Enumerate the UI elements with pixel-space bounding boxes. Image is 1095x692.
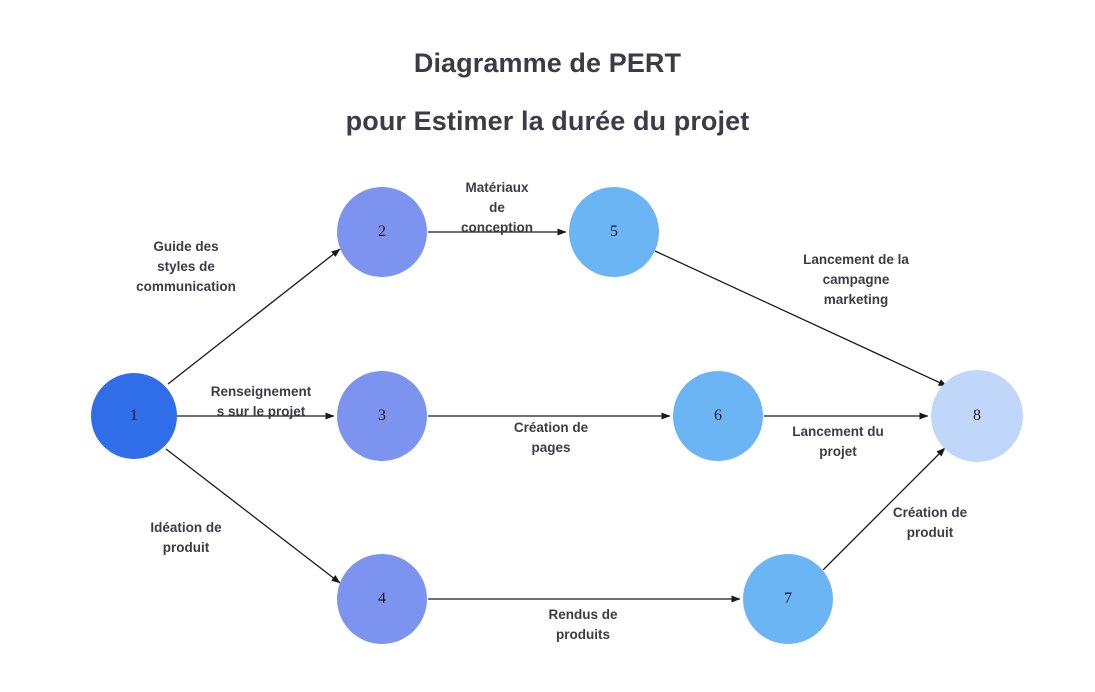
edge-1-to-2: [167, 248, 341, 385]
edge-label-1-to-2: Guide des styles de communication: [136, 239, 236, 294]
node-5-label: 5: [610, 223, 618, 240]
node-8[interactable]: 8: [931, 370, 1023, 462]
diagram-title: Diagramme de PERT pour Estimer la durée …: [0, 34, 1095, 150]
edge-5-to-8: [654, 250, 948, 387]
edge-1-to-4: [165, 448, 341, 584]
node-4-label: 4: [378, 590, 386, 607]
edge-label-2-to-5: Matériaux de conception: [460, 180, 533, 235]
edge-7-to-8: [822, 447, 946, 571]
node-1[interactable]: 1: [91, 373, 177, 459]
node-2-label: 2: [378, 223, 386, 240]
edge-label-3-to-6: Création de pages: [513, 420, 589, 455]
edge-label-5-to-8: Lancement de la campagne marketing: [803, 252, 909, 307]
node-6[interactable]: 6: [673, 371, 763, 461]
node-6-label: 6: [714, 407, 722, 424]
node-1-label: 1: [130, 407, 138, 424]
edge-label-1-to-4: Idéation de produit: [150, 520, 222, 555]
node-7-label: 7: [784, 590, 792, 607]
edge-label-4-to-7: Rendus de produits: [548, 607, 618, 642]
edge-label-1-to-3: Renseignement s sur le projet: [210, 384, 312, 419]
node-7[interactable]: 7: [743, 554, 833, 644]
edge-label-7-to-8: Création de produit: [892, 505, 968, 540]
node-3-label: 3: [378, 407, 386, 424]
edge-label-6-to-8: Lancement du projet: [792, 424, 884, 459]
node-8-label: 8: [973, 407, 981, 424]
node-2[interactable]: 2: [337, 187, 427, 277]
title-line-1: Diagramme de PERT: [413, 48, 682, 78]
node-5[interactable]: 5: [569, 187, 659, 277]
node-4[interactable]: 4: [337, 554, 427, 644]
node-3[interactable]: 3: [337, 371, 427, 461]
title-line-2: pour Estimer la durée du projet: [345, 106, 750, 136]
